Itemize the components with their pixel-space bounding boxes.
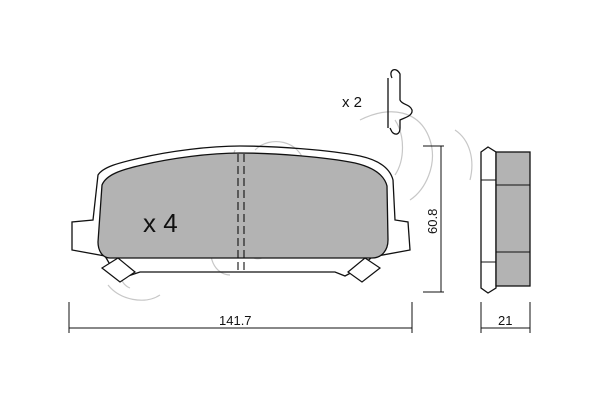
clip-slot-left	[100, 257, 137, 283]
spring-clip: x 2	[342, 69, 413, 135]
width-dimension: 141.7	[68, 302, 413, 333]
thickness-dimension-label: 21	[498, 313, 512, 328]
brake-pad-front-view: x 4	[71, 145, 411, 283]
clip-slot-right	[347, 257, 382, 283]
side-backing-plate	[480, 146, 497, 294]
height-dimension-label: 60.8	[425, 209, 440, 234]
side-friction-block	[495, 151, 531, 287]
clip-quantity-label: x 2	[342, 94, 362, 111]
friction-material	[97, 152, 389, 259]
thickness-dimension: 21	[480, 302, 531, 333]
brake-pad-side-view	[480, 146, 531, 294]
width-dimension-label: 141.7	[219, 313, 252, 328]
pad-quantity-label: x 4	[143, 208, 178, 238]
height-dimension: 60.8	[423, 145, 444, 293]
